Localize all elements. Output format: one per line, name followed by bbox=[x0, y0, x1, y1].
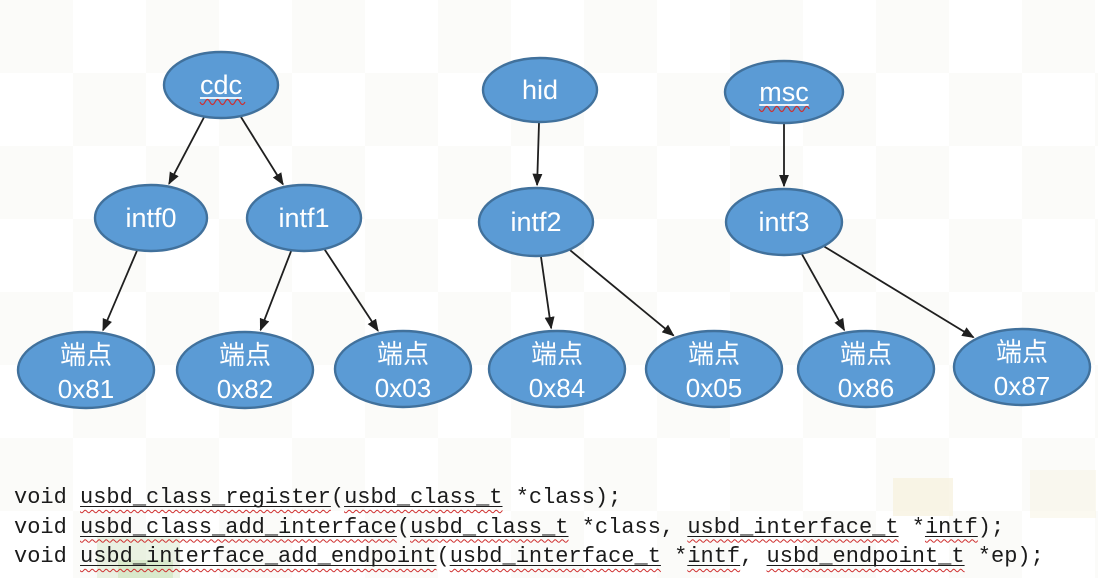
code-token-flagged: intf bbox=[687, 544, 741, 569]
msc-ellipse bbox=[723, 59, 845, 125]
arrow-intf1-to-ep82 bbox=[259, 250, 292, 332]
arrow-intf0-to-ep81 bbox=[102, 250, 138, 332]
edges-layer bbox=[102, 116, 975, 339]
code-token: * bbox=[660, 544, 688, 569]
ep81-ellipse bbox=[16, 330, 156, 410]
code-token-flagged: usbd_class_register bbox=[80, 485, 331, 510]
intf1-ellipse bbox=[245, 183, 363, 253]
msc-spellcheck-squiggle bbox=[758, 105, 810, 113]
intf2-ellipse bbox=[477, 186, 595, 258]
code-token-flagged-wrap: usbd_class_t bbox=[410, 515, 568, 540]
code-token-flagged-wrap: usbd_interface_add_endpoint bbox=[80, 544, 436, 569]
intf0-label: intf0 bbox=[125, 203, 176, 233]
code-line: void usbd_interface_add_endpoint(usbd_in… bbox=[14, 542, 1044, 572]
code-token: *class, bbox=[568, 514, 688, 540]
code-token-flagged: usbd_class_t bbox=[410, 514, 569, 540]
code-token: ( bbox=[330, 485, 345, 510]
code-token-flagged: usbd_endpoint_t bbox=[766, 544, 965, 569]
ep84-ellipse bbox=[487, 329, 627, 409]
code-line: void usbd_class_add_interface(usbd_class… bbox=[14, 513, 1044, 543]
code-token-flagged-wrap: usbd_endpoint_t bbox=[767, 544, 965, 569]
cdc-label: cdc bbox=[200, 70, 242, 100]
arrow-intf3-to-ep87 bbox=[823, 245, 975, 339]
node-intf0: intf0 bbox=[93, 183, 209, 253]
code-token-flagged: usbd_interface_t bbox=[687, 514, 899, 540]
arrow-intf3-to-ep86 bbox=[801, 253, 846, 332]
code-token-flagged: usbd_class_t bbox=[344, 485, 503, 510]
code-token: *ep); bbox=[964, 544, 1044, 569]
code-token: , bbox=[740, 544, 767, 569]
ep05-ellipse bbox=[644, 329, 784, 409]
arrow-cdc-to-intf0 bbox=[168, 117, 205, 185]
intf1-label: intf1 bbox=[278, 203, 329, 233]
code-token: ); bbox=[977, 514, 1005, 540]
code-token: ( bbox=[436, 544, 450, 569]
arrow-cdc-to-intf1 bbox=[240, 116, 284, 186]
code-token: * bbox=[898, 514, 925, 540]
node-msc: msc bbox=[723, 59, 845, 125]
code-line: void usbd_class_register(usbd_class_t *c… bbox=[14, 483, 1044, 513]
code-token-flagged-wrap: usbd_interface_t bbox=[450, 544, 661, 569]
hid-ellipse bbox=[481, 56, 599, 124]
node-cdc: cdc bbox=[162, 50, 280, 120]
node-intf3: intf3 bbox=[724, 187, 844, 257]
hid-label: hid bbox=[522, 75, 558, 105]
code-token-flagged-wrap: usbd_interface_t bbox=[687, 515, 898, 540]
code-token-flagged-wrap: usbd_class_register bbox=[80, 485, 331, 510]
code-token-flagged: usbd_interface_t bbox=[449, 544, 661, 569]
msc-label: msc bbox=[759, 77, 809, 107]
arrow-hid-to-intf2 bbox=[532, 122, 543, 187]
intf0-ellipse bbox=[93, 183, 209, 253]
arrow-intf2-to-ep84 bbox=[540, 256, 555, 330]
code-token-flagged-wrap: intf bbox=[687, 544, 740, 569]
intf3-label: intf3 bbox=[758, 207, 809, 237]
node-hid: hid bbox=[481, 56, 599, 124]
code-token: void bbox=[14, 485, 81, 510]
node-intf1: intf1 bbox=[245, 183, 363, 253]
ep86-ellipse bbox=[796, 329, 936, 409]
ep87-ellipse bbox=[952, 327, 1092, 407]
code-token: void bbox=[14, 514, 81, 540]
cdc-spellcheck-squiggle bbox=[199, 98, 246, 106]
arrow-intf1-to-ep03 bbox=[324, 249, 379, 332]
code-token: ( bbox=[396, 514, 411, 540]
code-token-flagged-wrap: usbd_class_add_interface bbox=[80, 515, 397, 540]
code-token: void bbox=[14, 544, 81, 569]
intf2-label: intf2 bbox=[510, 207, 561, 237]
code-token-flagged-wrap: intf bbox=[925, 515, 978, 540]
code-token-flagged: usbd_class_add_interface bbox=[80, 514, 397, 540]
code-token-flagged: usbd_interface_add_endpoint bbox=[80, 544, 437, 569]
code-token: *class); bbox=[502, 485, 622, 510]
node-intf2: intf2 bbox=[477, 186, 595, 258]
code-block: void usbd_class_register(usbd_class_t *c… bbox=[14, 483, 1044, 572]
intf3-ellipse bbox=[724, 187, 844, 257]
code-token-flagged-wrap: usbd_class_t bbox=[344, 485, 502, 510]
ep03-ellipse bbox=[333, 329, 473, 409]
cdc-ellipse bbox=[162, 50, 280, 120]
arrow-intf2-to-ep05 bbox=[569, 249, 675, 337]
code-token-flagged: intf bbox=[924, 514, 978, 540]
ep82-ellipse bbox=[175, 330, 315, 410]
